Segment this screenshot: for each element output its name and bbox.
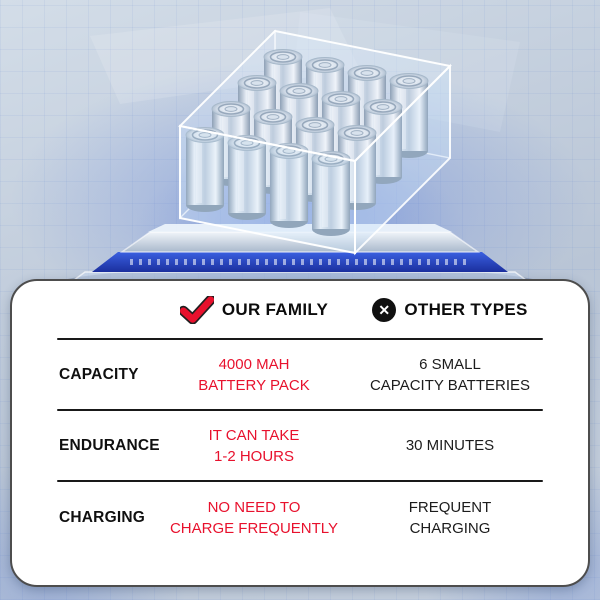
divider — [57, 480, 543, 482]
our-family-value: NO NEED TO CHARGE FREQUENTLY — [169, 499, 339, 537]
our-family-value: IT CAN TAKE 1-2 HOURS — [208, 426, 300, 465]
x-icon: ✕ — [372, 297, 397, 322]
row-label: ENDURANCE — [59, 436, 160, 454]
other-types-value: 6 SMALL CAPACITY BATTERIES — [369, 355, 531, 394]
divider — [57, 409, 543, 411]
battery-case-front — [177, 29, 453, 256]
our-family-header-cell: OUR FAMILY — [165, 295, 343, 324]
other-types-header-cell: ✕ OTHER TYPES — [343, 297, 557, 322]
divider — [57, 338, 543, 340]
comparison-card: OUR FAMILY ✕ OTHER TYPES CAPACITY 4000 M… — [10, 279, 590, 587]
other-types-value: FREQUENT CHARGING — [408, 499, 492, 537]
table-header-row: OUR FAMILY ✕ OTHER TYPES — [12, 281, 588, 338]
row-label: CAPACITY — [59, 365, 139, 383]
our-family-header-label: OUR FAMILY — [221, 299, 329, 319]
table-row-capacity: CAPACITY 4000 MAH BATTERY PACK 6 SMALL C… — [12, 340, 588, 409]
other-types-header-label: OTHER TYPES — [404, 299, 528, 319]
checkmark-icon — [179, 295, 214, 324]
row-label: CHARGING — [59, 509, 145, 526]
battery-pack-hero-image — [10, 8, 590, 300]
other-types-value: 30 MINUTES — [405, 437, 495, 454]
our-family-value: 4000 MAH BATTERY PACK — [198, 355, 310, 394]
table-row-endurance: ENDURANCE IT CAN TAKE 1-2 HOURS 30 MINUT… — [12, 411, 588, 480]
table-row-charging: CHARGING NO NEED TO CHARGE FREQUENTLY FR… — [12, 482, 588, 554]
